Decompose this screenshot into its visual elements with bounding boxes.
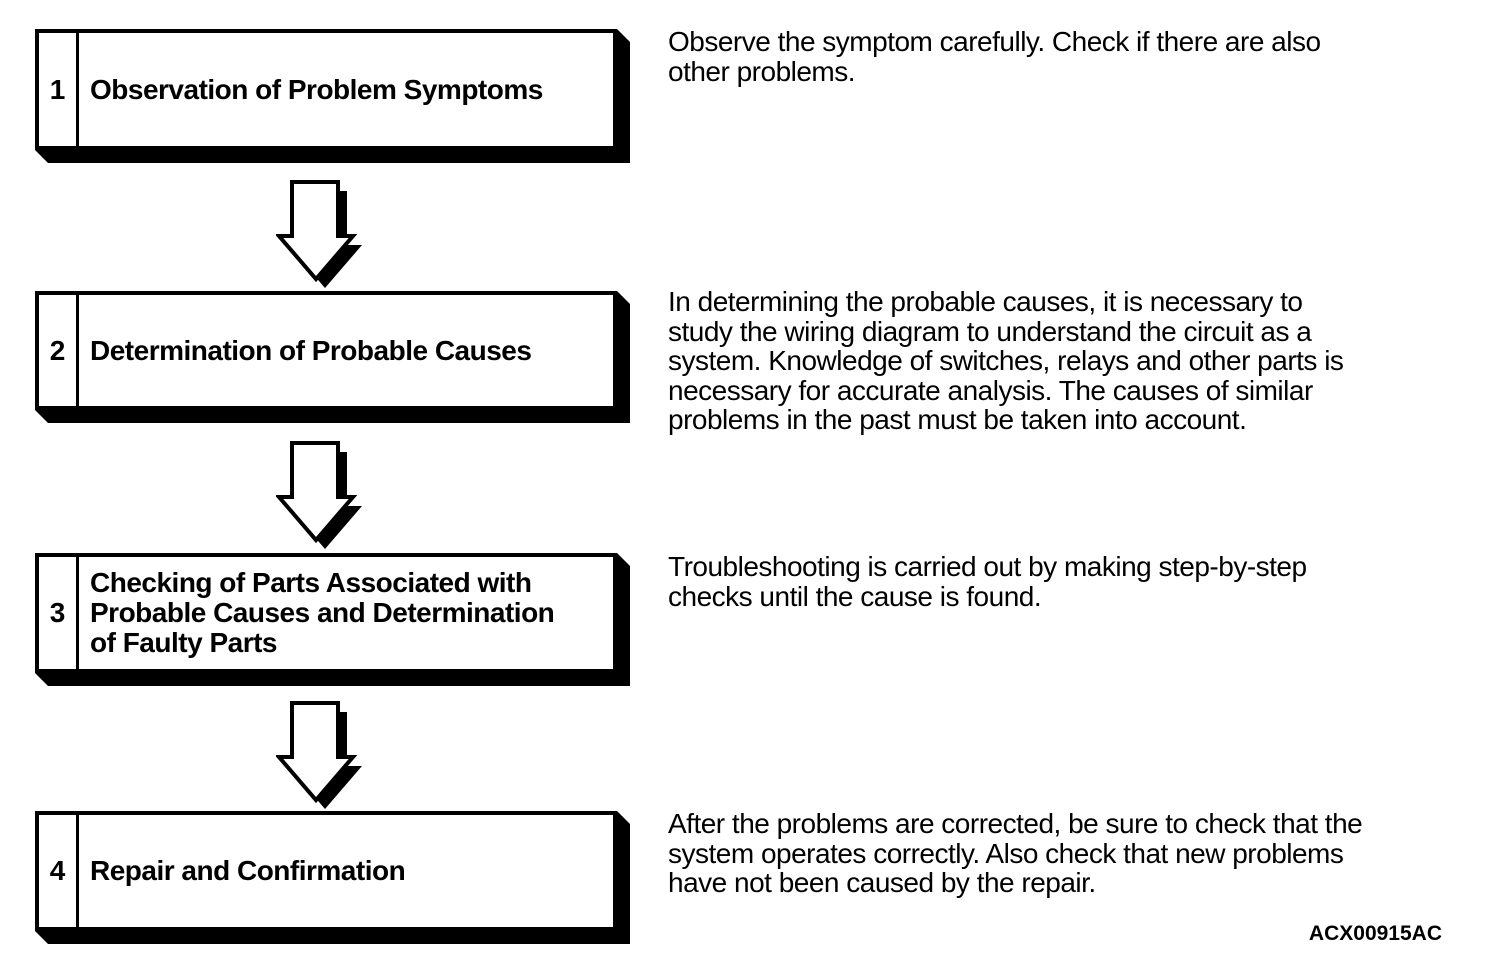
down-arrow-icon — [276, 701, 362, 809]
step-2-box-face: 2 Determination of Probable Causes — [35, 291, 617, 410]
step-2-box: 2 Determination of Probable Causes — [35, 291, 617, 410]
down-arrow-icon — [276, 441, 362, 549]
down-arrow-icon — [276, 180, 362, 288]
step-4-title: Repair and Confirmation — [90, 855, 406, 886]
step-1-number: 1 — [39, 33, 79, 146]
step-1-box-face: 1 Observation of Problem Symptoms — [35, 29, 617, 150]
step-4-box: 4 Repair and Confirmation — [35, 811, 617, 931]
step-4-description: After the problems are corrected, be sur… — [668, 808, 1363, 898]
step-2-number: 2 — [39, 295, 79, 406]
step-3-description: Troubleshooting is carried out by making… — [668, 551, 1307, 612]
step-4-number: 4 — [39, 815, 79, 927]
step-3-number: 3 — [39, 557, 79, 669]
step-3-title: Checking of Parts Associated with Probab… — [90, 567, 555, 658]
step-1-title: Observation of Problem Symptoms — [90, 73, 543, 105]
step-2-description: In determining the probable causes, it i… — [668, 286, 1344, 435]
step-1-box: 1 Observation of Problem Symptoms — [35, 29, 617, 150]
step-4-box-face: 4 Repair and Confirmation — [35, 811, 617, 931]
figure-code: ACX00915AC — [1308, 922, 1442, 945]
step-2-title: Determination of Probable Causes — [90, 334, 532, 366]
step-1-description: Observe the symptom carefully. Check if … — [668, 26, 1321, 87]
step-3-box-face: 3 Checking of Parts Associated with Prob… — [35, 553, 617, 673]
step-3-box: 3 Checking of Parts Associated with Prob… — [35, 553, 617, 673]
